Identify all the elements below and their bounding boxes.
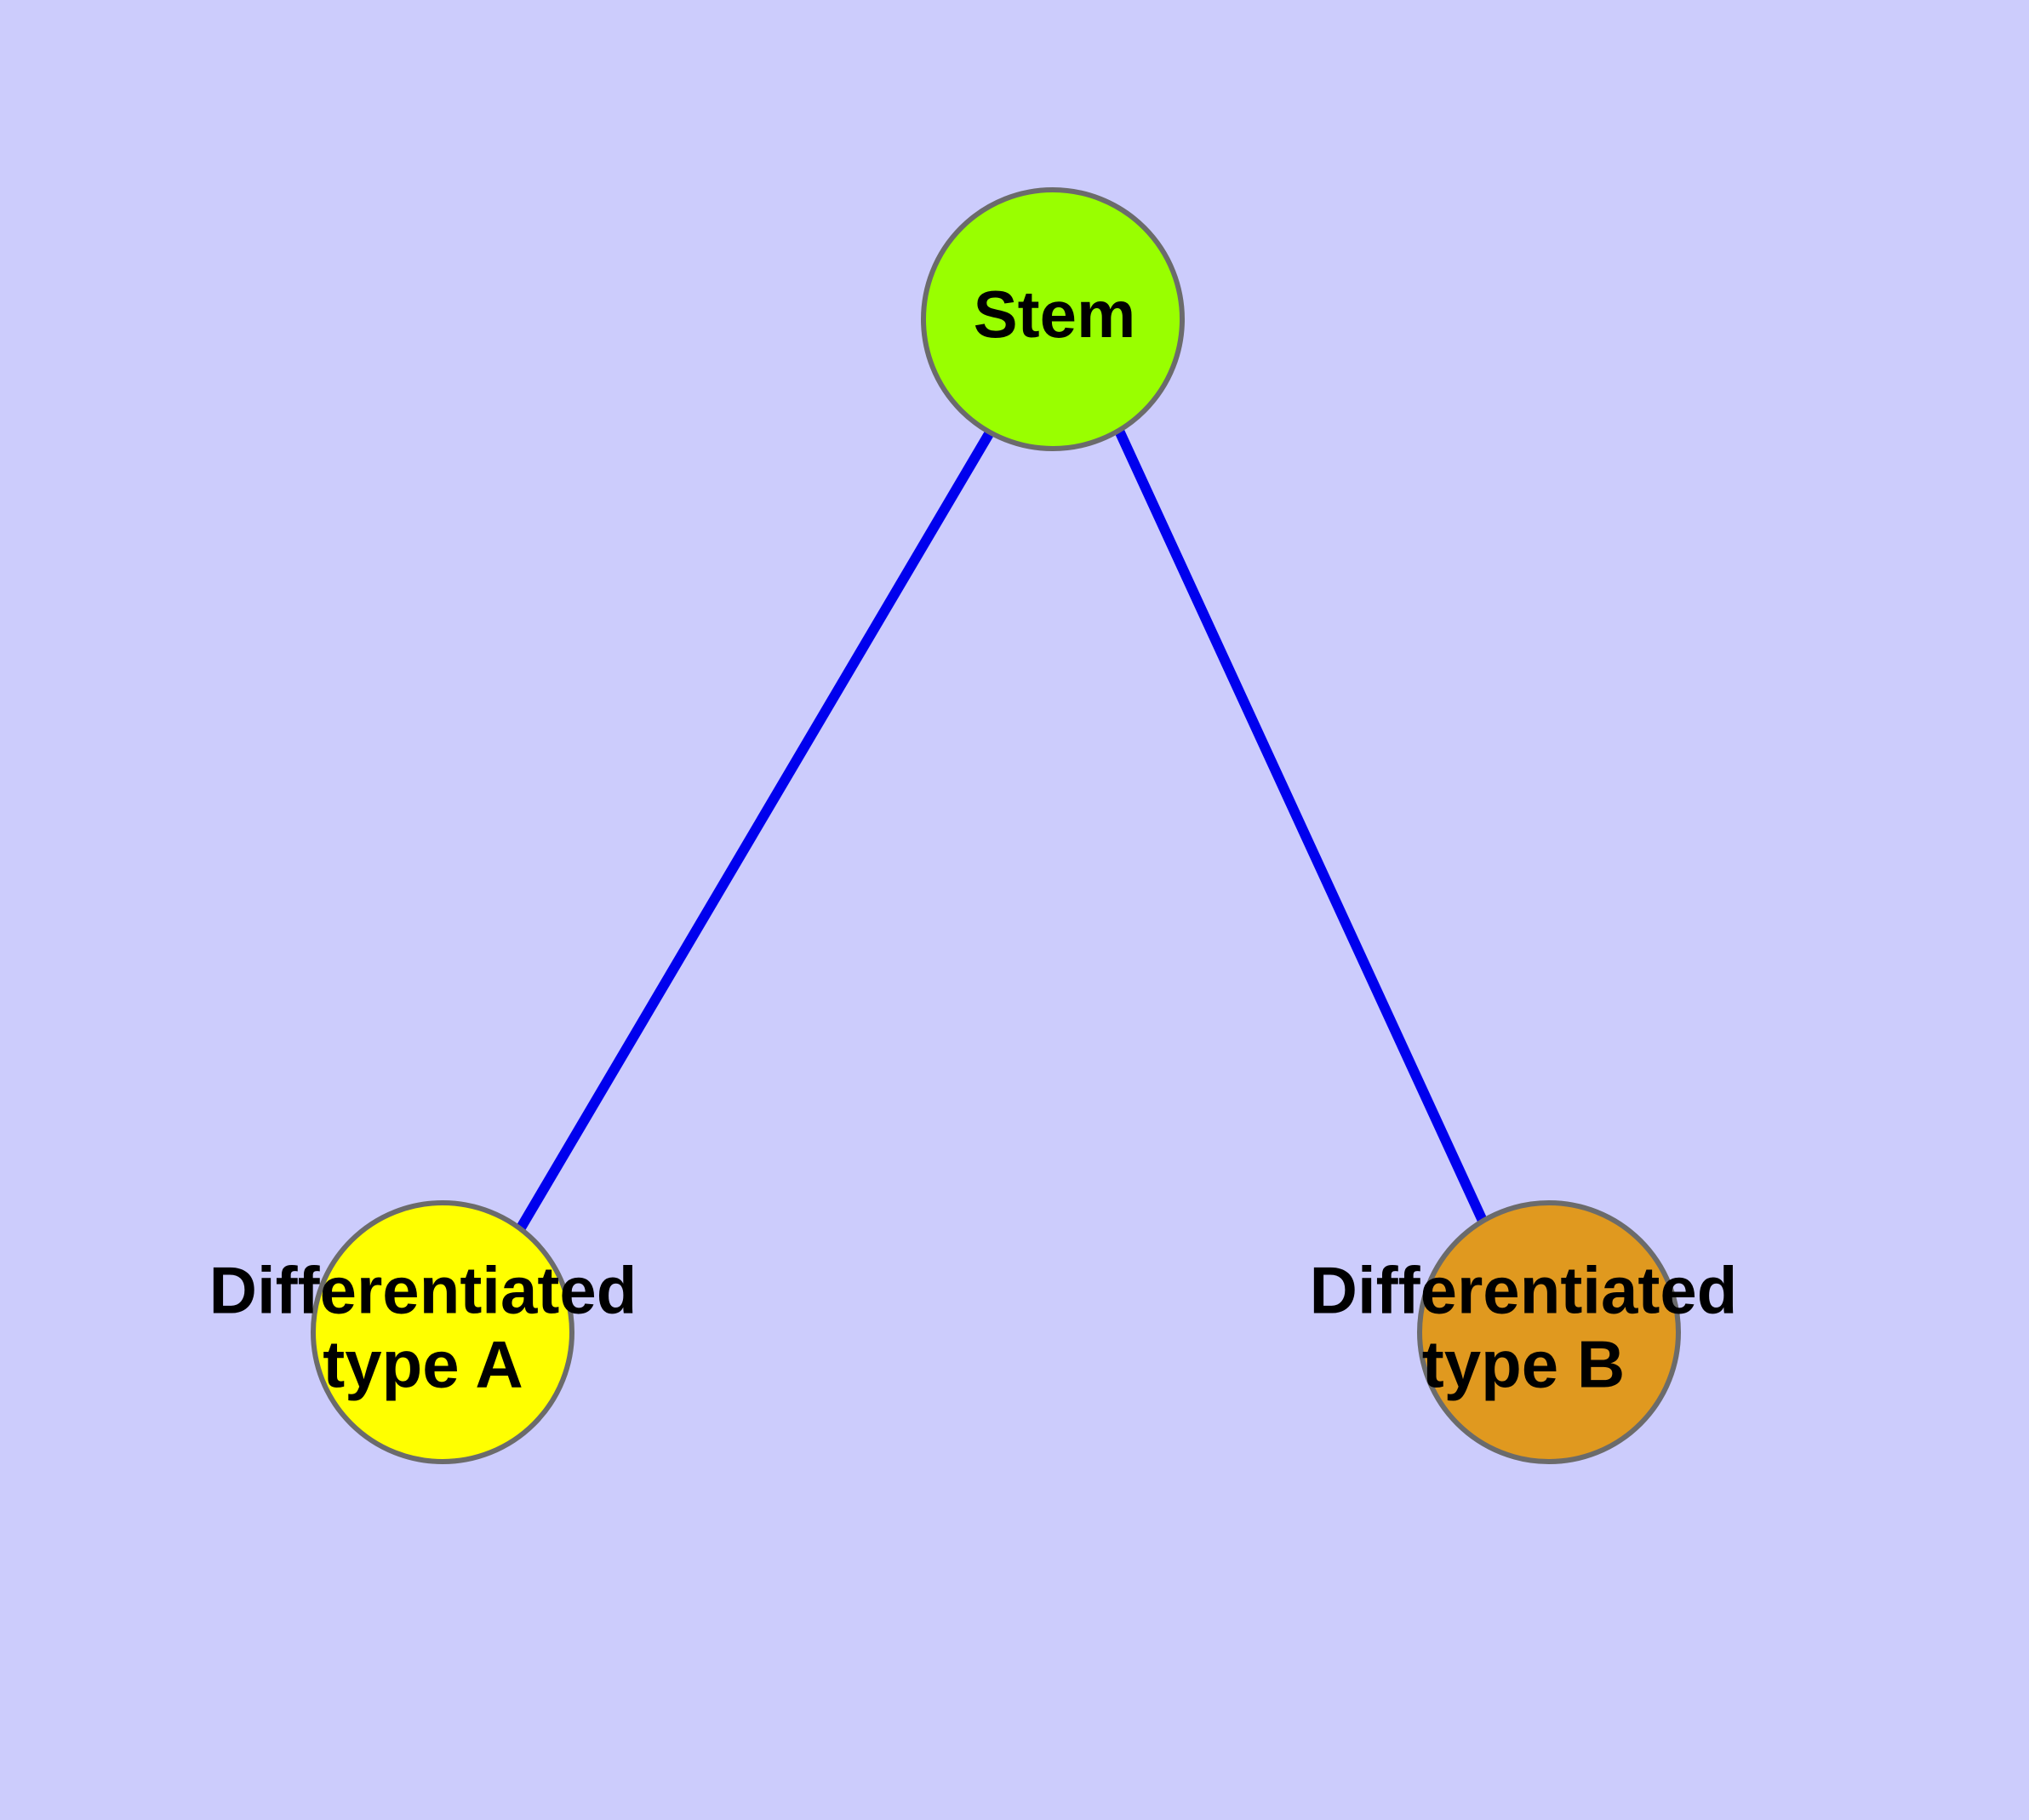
graph-node-diff_a[interactable] [311,1200,574,1464]
graph-node-diff_b[interactable] [1417,1200,1681,1464]
node-label-line: Differentiated [1310,1252,1738,1327]
graph-node-stem[interactable] [921,187,1185,451]
node-label-line: Stem [974,277,1136,352]
node-label-line: Differentiated [209,1252,637,1327]
edge-layer [515,428,1488,1233]
node-label-line: type A [323,1326,523,1401]
node-layer [311,187,1681,1464]
graph-edge-stem-diff_b[interactable] [1114,428,1488,1223]
node-label-line: type B [1422,1326,1625,1401]
node-label-stem: Stem [974,277,1136,352]
graph-edge-stem-diff_a[interactable] [515,429,995,1233]
